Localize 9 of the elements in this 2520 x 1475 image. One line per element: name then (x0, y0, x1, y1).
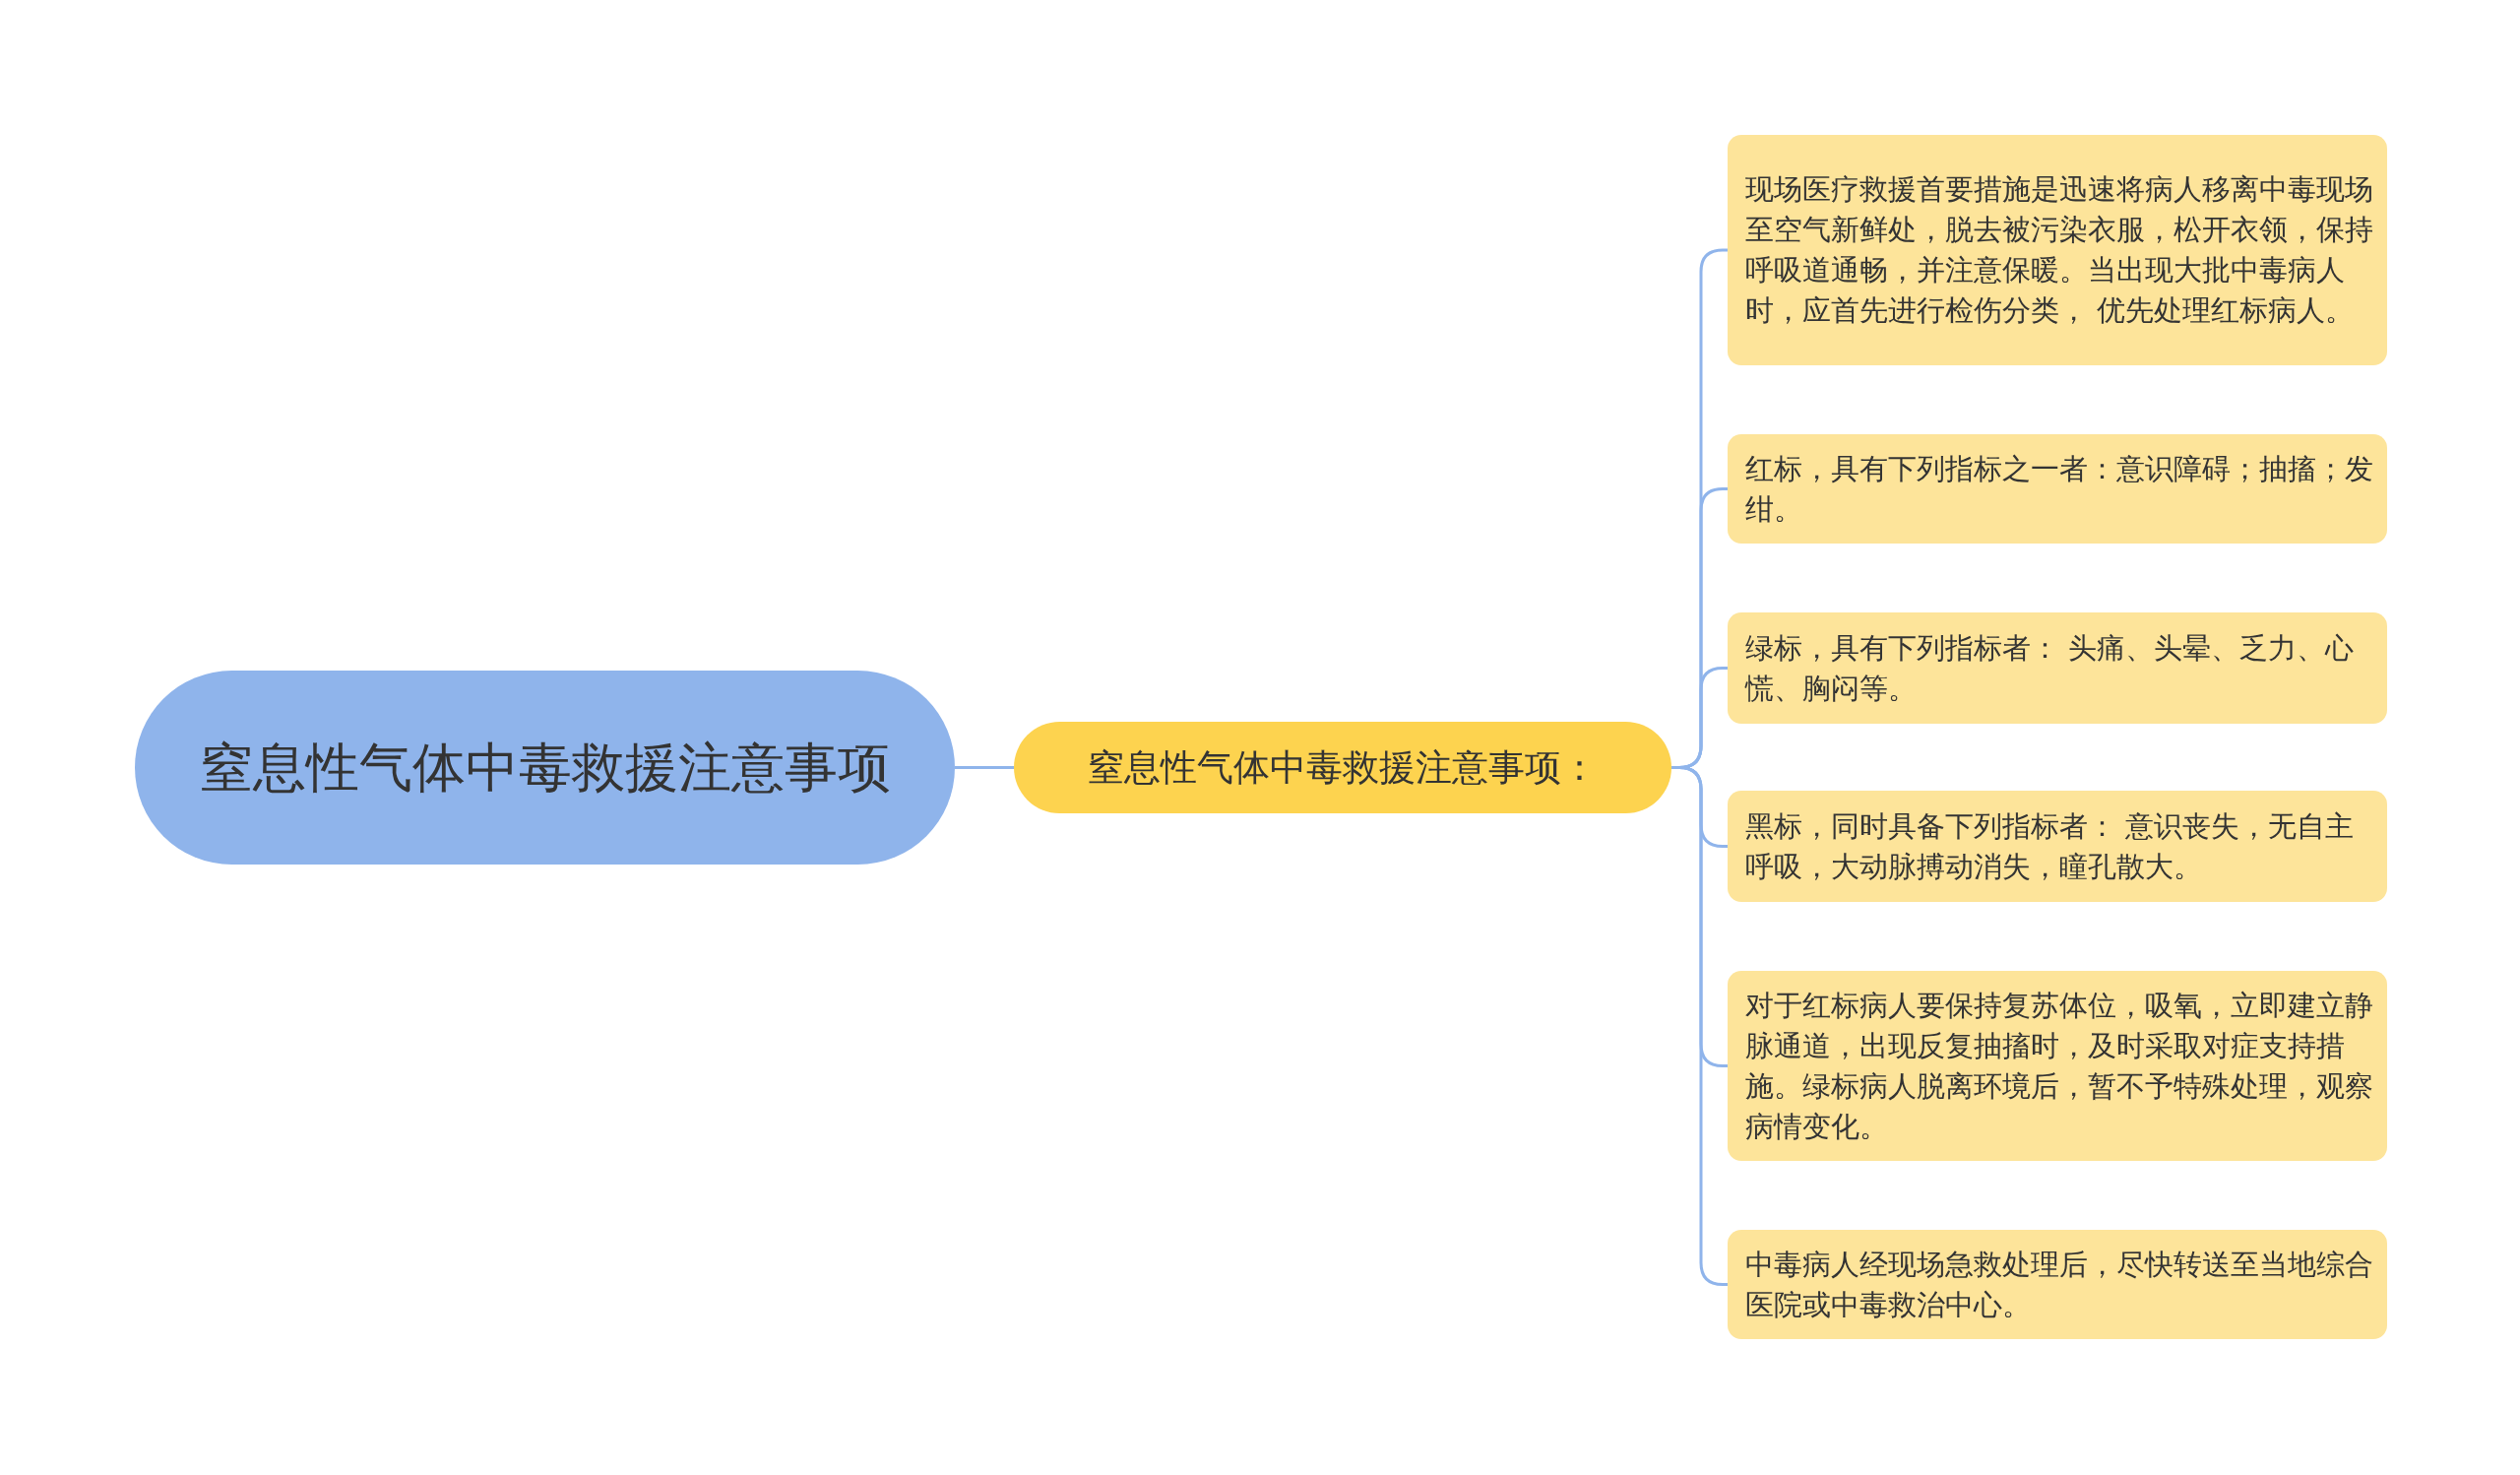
topic-box: 窒息性气体中毒救援注意事项： (1014, 722, 1671, 813)
note-box: 中毒病人经现场急救处理后，尽快转送至当地综合医院或中毒救治中心。 (1728, 1230, 2387, 1339)
central-topic: 窒息性气体中毒救援注意事项 (135, 671, 955, 865)
note-box: 对于红标病人要保持复苏体位，吸氧，立即建立静脉通道，出现反复抽搐时，及时采取对症支持措施。绿标病人脱离环境后，暂不予特殊处理，观察病情变化。 (1728, 971, 2387, 1161)
note-box: 红标，具有下列指标之一者：意识障碍；抽搐；发绀。 (1728, 434, 2387, 544)
connector-line (955, 766, 1014, 769)
note-box: 黑标，同时具备下列指标者： 意识丧失，无自主呼吸，大动脉搏动消失，瞳孔散大。 (1728, 791, 2387, 902)
note-box: 现场医疗救援首要措施是迅速将病人移离中毒现场至空气新鲜处，脱去被污染衣服，松开衣领，保持呼吸道通畅，并注意保暖。当出现大批中毒病人时，应首先进行检伤分类， 优先处理红标病人。 (1728, 135, 2387, 365)
note-box: 绿标，具有下列指标者： 头痛、头晕、乏力、心慌、胸闷等。 (1728, 612, 2387, 724)
